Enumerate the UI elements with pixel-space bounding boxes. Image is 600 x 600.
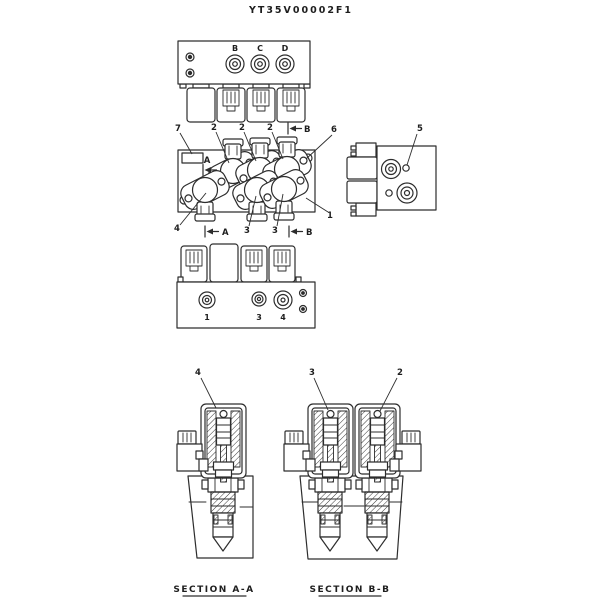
callout-2: 2 xyxy=(267,123,273,133)
callout-6: 6 xyxy=(331,125,337,135)
top-view-solenoids xyxy=(179,83,311,123)
top-view-block xyxy=(177,40,311,85)
drawing-number: YT35V00002F1 xyxy=(248,5,353,16)
port-label-4: 4 xyxy=(280,313,286,322)
callout-2: 2 xyxy=(211,123,217,133)
section-marker-b-top: B xyxy=(287,122,310,135)
callout-7: 7 xyxy=(175,124,181,134)
section-marker-b-bottom: B xyxy=(288,225,312,238)
front-view-solenoids xyxy=(177,243,302,283)
port-b xyxy=(225,54,245,74)
side-view: 5 xyxy=(346,124,437,217)
callout-2: 2 xyxy=(239,123,245,133)
svg-text:B: B xyxy=(304,125,310,135)
callout-4: 4 xyxy=(174,224,180,234)
plan-view-leaders xyxy=(179,131,333,227)
port-label-b: B xyxy=(232,44,238,53)
svg-text:B: B xyxy=(306,228,312,238)
callout-3: 3 xyxy=(244,226,250,236)
pilot-hole xyxy=(385,189,393,197)
section-bb-label: SECTION B-B xyxy=(310,585,391,595)
port-d xyxy=(275,54,295,74)
section-marker-a-top: A xyxy=(202,156,218,177)
port-label-c: C xyxy=(257,44,263,53)
section-aa-view: 4 SECTION A-A xyxy=(173,368,254,597)
svg-text:A: A xyxy=(204,156,211,166)
name-plate xyxy=(181,152,204,164)
callout-3-section: 3 xyxy=(309,368,315,378)
port-label-d: D xyxy=(282,44,289,53)
front-view-block xyxy=(176,281,316,329)
callout-2-section: 2 xyxy=(397,368,403,378)
front-view: 1 3 4 xyxy=(176,243,316,329)
callout-4-section: 4 xyxy=(195,368,201,378)
port-label-1: 1 xyxy=(204,313,210,322)
callout-1: 1 xyxy=(327,211,333,221)
plan-view: 7 2 2 2 6 1 4 3 3 A A B B xyxy=(174,122,337,238)
callout-5: 5 xyxy=(417,124,423,134)
port-label-3: 3 xyxy=(256,313,262,322)
section-aa-label: SECTION A-A xyxy=(173,585,254,595)
pilot-hole xyxy=(402,164,410,172)
section-marker-a-bottom: A xyxy=(204,225,229,238)
port-c xyxy=(250,54,270,74)
svg-text:A: A xyxy=(222,228,229,238)
section-bb-view: 3 2 SECTION B-B xyxy=(283,368,422,597)
top-view: B C D xyxy=(177,40,311,123)
callout-3: 3 xyxy=(272,226,278,236)
